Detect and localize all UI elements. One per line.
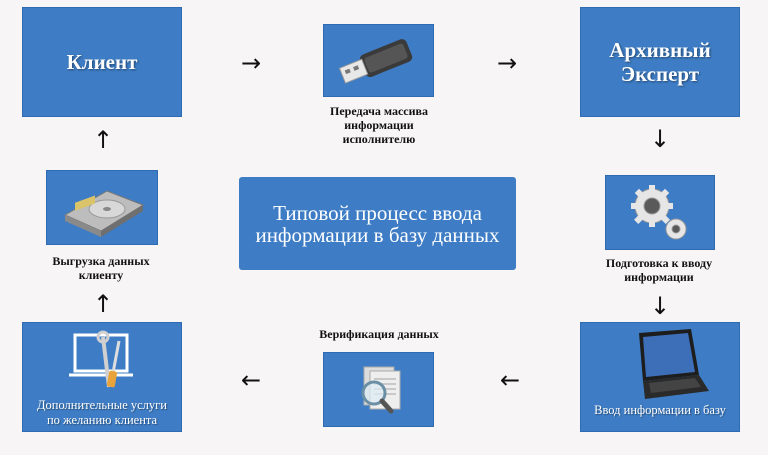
archive-expert-box: Архивный Эксперт	[580, 7, 740, 117]
extra-services-label: Дополнительные услуги по желанию клиента	[37, 398, 167, 427]
archive-expert-label: Архивный Эксперт	[609, 38, 711, 86]
arrow-right-1: →	[241, 49, 262, 77]
verification-box	[323, 352, 434, 427]
preparation-box	[605, 175, 715, 250]
laptop-icon	[639, 329, 709, 399]
client-box: Клиент	[22, 7, 182, 117]
usb-drive-icon	[338, 39, 413, 84]
documents-magnifier-icon	[361, 366, 401, 414]
transfer-caption: Передача массива информации исполнителю	[330, 104, 428, 146]
data-entry-box: Ввод информации в базу	[580, 322, 740, 432]
arrow-right-2: →	[497, 49, 518, 77]
arrow-left-1: ←	[500, 366, 521, 394]
tools-monitor-icon	[69, 330, 133, 388]
verification-caption: Верификация данных	[319, 327, 439, 341]
client-label: Клиент	[66, 50, 138, 74]
upload-caption: Выгрузка данных клиенту	[52, 254, 150, 282]
data-entry-label: Ввод информации в базу	[594, 403, 726, 417]
arrow-down-2: ↓	[650, 292, 671, 320]
arrow-down-1: ↓	[650, 125, 671, 153]
arrow-up-2: ↑	[93, 126, 114, 154]
gears-icon	[631, 185, 687, 240]
transfer-box	[323, 24, 434, 97]
center-title: Типовой процесс ввода информации в базу …	[239, 177, 516, 270]
arrow-up-1: ↑	[93, 290, 114, 318]
arrow-left-2: ←	[241, 366, 262, 394]
preparation-caption: Подготовка к вводу информации	[605, 256, 713, 284]
hard-drive-icon	[63, 190, 145, 237]
extra-services-box: Дополнительные услуги по желанию клиента	[22, 322, 182, 432]
upload-box	[46, 170, 158, 245]
